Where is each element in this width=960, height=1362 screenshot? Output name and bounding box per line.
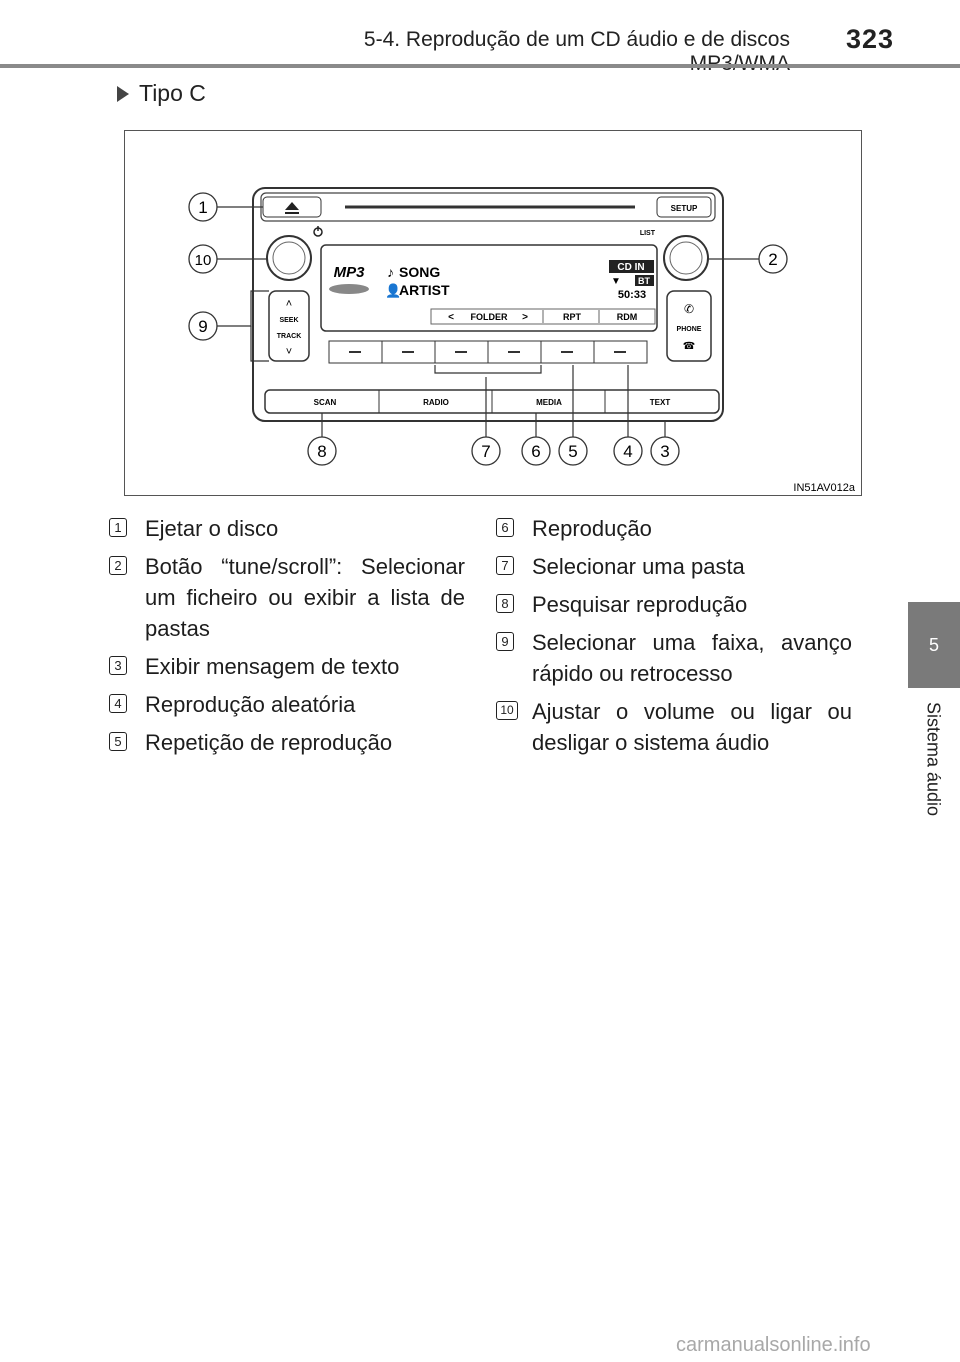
seek-label: SEEK	[279, 317, 298, 324]
person-icon: 👤	[385, 283, 401, 298]
chevron-down-icon: ˅	[286, 346, 292, 358]
track-label: TRACK	[277, 333, 302, 340]
preset-buttons	[328, 340, 648, 364]
legend-number: 6	[496, 518, 514, 537]
callout-6: 6	[531, 442, 540, 461]
callout-4: 4	[623, 442, 632, 461]
arrow-icon	[117, 85, 129, 102]
audio-unit-figure: SETUP LIST MP3 ♪ SONG 👤 ARTIST CD IN ▼ B…	[124, 130, 862, 496]
scan-button[interactable]: SCAN	[314, 398, 337, 407]
folder-prev-label: <	[448, 312, 454, 323]
legend-text: Botão “tune/scroll”: Selecionar um fiche…	[145, 554, 465, 641]
header-title: 5-4. Reprodução de um CD áudio e de disc…	[363, 28, 790, 75]
display-bt: BT	[638, 276, 650, 286]
display-time: 50:33	[618, 289, 646, 301]
callout-5: 5	[568, 442, 577, 461]
legend-number: 8	[496, 594, 514, 613]
disc-icon	[329, 284, 369, 294]
rdm-label: RDM	[617, 312, 638, 322]
callout-8: 8	[317, 442, 326, 461]
phone-button[interactable]	[666, 290, 712, 362]
hang-up-icon: ☎	[683, 341, 695, 352]
audio-unit-illustration: SETUP LIST MP3 ♪ SONG 👤 ARTIST CD IN ▼ B…	[188, 187, 856, 494]
legend-item: 8 Pesquisar reprodução	[492, 589, 852, 620]
legend-item: 1 Ejetar o disco	[105, 513, 465, 544]
display-format: MP3	[334, 264, 366, 281]
page-number: 323	[846, 24, 895, 54]
legend-text: Reprodução aleatória	[145, 692, 356, 717]
signal-icon: ▼	[611, 276, 621, 287]
callout-1: 1	[198, 198, 207, 217]
setup-button[interactable]	[656, 196, 712, 218]
callout-10: 10	[195, 252, 212, 269]
text-button[interactable]: TEXT	[650, 398, 671, 407]
legend-number: 5	[109, 732, 127, 751]
legend-number: 10	[496, 701, 518, 720]
legend-item: 5 Repetição de reprodução	[105, 727, 465, 758]
section-heading-text: Tipo C	[139, 80, 206, 106]
callout-markers: 1 10 9 2 8 7 6 5 4 3	[188, 192, 788, 466]
legend-item: 6 Reprodução	[492, 513, 852, 544]
legend-item: 10 Ajustar o volume ou ligar ou desligar…	[492, 696, 852, 758]
legend-number: 7	[496, 556, 514, 575]
chevron-up-icon: ˄	[286, 298, 292, 310]
legend-text: Ajustar o volume ou ligar ou desligar o …	[532, 699, 852, 755]
rpt-label: RPT	[563, 312, 582, 322]
folder-label: FOLDER	[471, 312, 508, 322]
media-button[interactable]: MEDIA	[536, 398, 562, 407]
legend-item: 7 Selecionar uma pasta	[492, 551, 852, 582]
legend-text: Selecionar uma faixa, avanço rápido ou r…	[532, 630, 852, 686]
folder-next-label: >	[522, 312, 528, 323]
phone-label: PHONE	[677, 326, 702, 333]
legend-number: 3	[109, 656, 127, 675]
legend-item: 3 Exibir mensagem de texto	[105, 651, 465, 682]
music-note-icon: ♪	[387, 264, 394, 280]
legend-text: Ejetar o disco	[145, 516, 279, 541]
legend-number: 4	[109, 694, 127, 713]
section-heading: Tipo C	[117, 80, 206, 107]
legend-item: 9 Selecionar uma faixa, avanço rápido ou…	[492, 627, 852, 689]
chapter-label: Sistema áudio	[923, 702, 944, 817]
legend-text: Repetição de reprodução	[145, 730, 393, 755]
callout-9: 9	[198, 317, 207, 336]
display-source: CD IN	[617, 262, 644, 273]
display-song: SONG	[399, 264, 440, 280]
list-label: LIST	[640, 230, 656, 237]
callout-2: 2	[768, 250, 777, 269]
legend-right: 6 Reprodução 7 Selecionar uma pasta 8 Pe…	[492, 513, 852, 765]
seek-track-button[interactable]	[268, 290, 310, 362]
phone-icon: ✆	[684, 302, 694, 316]
callout-3: 3	[660, 442, 669, 461]
legend-number: 1	[109, 518, 127, 537]
legend-item: 2 Botão “tune/scroll”: Selecionar um fic…	[105, 551, 465, 644]
legend-text: Selecionar uma pasta	[532, 554, 745, 579]
legend-text: Exibir mensagem de texto	[145, 654, 400, 679]
legend-text: Pesquisar reprodução	[532, 592, 748, 617]
eject-icon	[285, 202, 299, 210]
display-artist: ARTIST	[399, 282, 450, 298]
callout-leader-lines	[217, 206, 759, 437]
callout-7: 7	[481, 442, 490, 461]
source-badge	[609, 260, 654, 273]
legend-item: 4 Reprodução aleatória	[105, 689, 465, 720]
header-rule	[0, 64, 960, 68]
radio-button[interactable]: RADIO	[423, 398, 449, 407]
legend-number: 9	[496, 632, 514, 651]
figure-code: IN51AV012a	[793, 482, 855, 494]
legend-left: 1 Ejetar o disco 2 Botão “tune/scroll”: …	[105, 513, 465, 765]
setup-label: SETUP	[671, 204, 698, 213]
legend-text: Reprodução	[532, 516, 652, 541]
watermark: carmanualsonline.info	[676, 1334, 871, 1356]
chapter-tab: 5	[908, 602, 960, 688]
legend-number: 2	[109, 556, 127, 575]
bt-badge	[635, 275, 654, 286]
